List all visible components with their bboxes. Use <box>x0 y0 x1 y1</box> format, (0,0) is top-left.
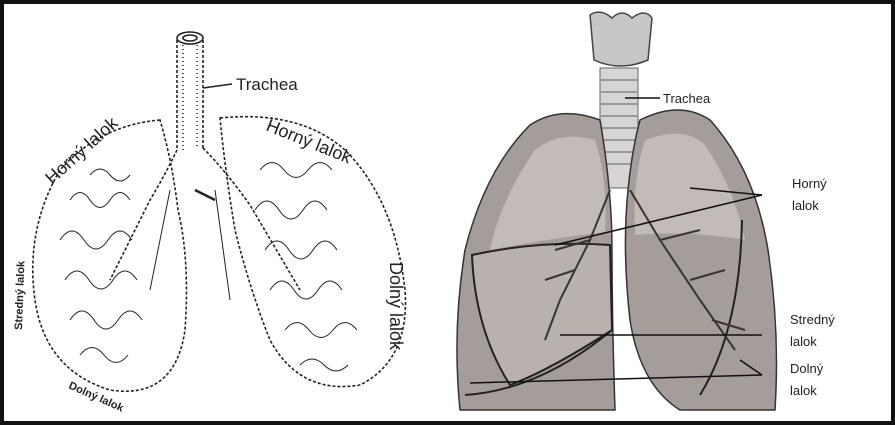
right-trachea-label: Trachea <box>663 91 711 106</box>
left-upper-lobe-right-label: Horný lalok <box>264 115 356 168</box>
right-lower-lobe-label-1: Dolný <box>790 361 824 376</box>
left-bronchus-left <box>110 150 177 280</box>
left-bronchi-inner <box>150 190 230 300</box>
right-upper-lobe-label-1: Horný <box>792 176 827 191</box>
left-carina <box>195 190 215 200</box>
right-lower-lobe-label-2: lalok <box>790 383 817 398</box>
left-lower-lobe-left-label: Dolný lalok <box>67 380 126 415</box>
right-middle-lobe-label-2: lalok <box>790 334 817 349</box>
left-bronchus-right <box>203 148 300 290</box>
left-trachea-rings <box>183 45 197 150</box>
left-upper-lobe-left-label: Horný lalok <box>41 112 122 188</box>
right-larynx <box>590 12 652 66</box>
left-trachea-top <box>177 32 203 44</box>
left-trachea-label: Trachea <box>236 75 298 94</box>
right-lungs-illustration <box>457 12 777 410</box>
right-middle-lobe-label-1: Stredný <box>790 312 835 327</box>
left-lower-lobe-right-label: Dolný lalok <box>386 262 406 351</box>
left-trachea-leader <box>203 84 232 88</box>
left-middle-lobe-label: Stredný lalok <box>13 260 27 330</box>
right-lung-outline <box>220 117 405 387</box>
left-trachea-opening <box>183 35 197 41</box>
left-alveoli <box>60 163 357 372</box>
right-upper-lobe-label-2: lalok <box>792 198 819 213</box>
